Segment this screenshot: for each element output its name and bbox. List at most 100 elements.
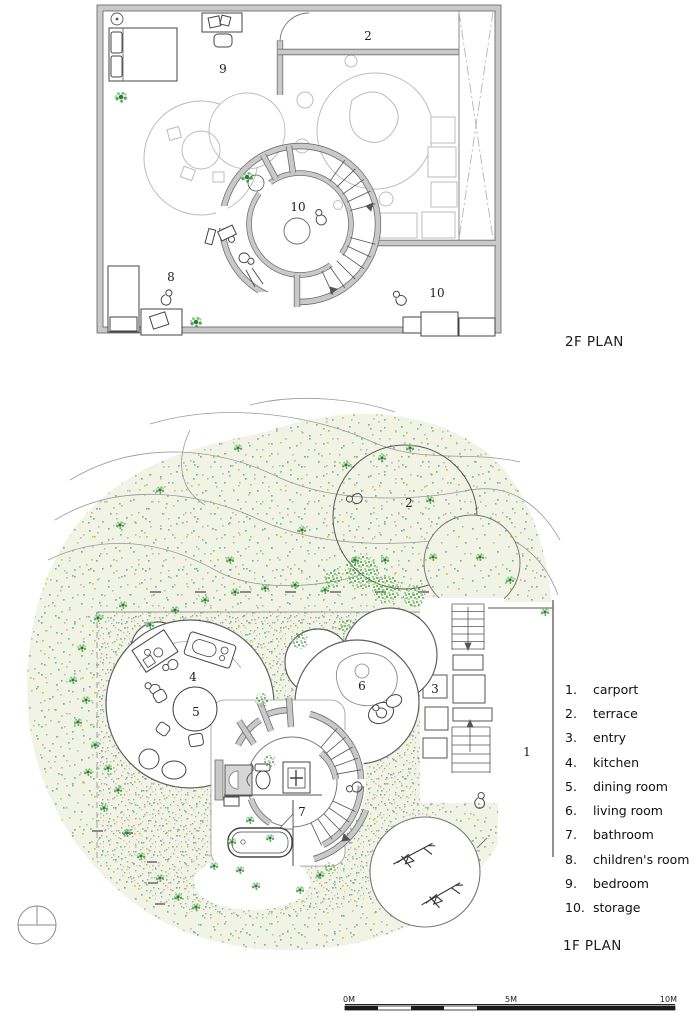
figure-legs (245, 267, 264, 288)
door-leaf (204, 227, 217, 246)
dining-furniture (138, 686, 218, 780)
plan-title-2f: 2F PLAN (565, 334, 624, 350)
entry-stepping-blocks (422, 654, 493, 759)
legend-number: 10. (565, 900, 585, 915)
north-indicator (17, 905, 57, 945)
pot-circle (247, 174, 265, 192)
entry-stairs-lower (451, 718, 491, 773)
scale-label-middle: 5M (505, 995, 517, 1004)
legend-number: 6. (565, 803, 577, 818)
curb-mark (476, 837, 488, 849)
legend-number: 5. (565, 779, 577, 794)
door-swing (279, 12, 310, 43)
scale-segment (510, 1006, 675, 1010)
room-label-bathroom: 7 (298, 805, 306, 819)
paper (207, 15, 222, 29)
legend-label: storage (593, 900, 641, 915)
stove-counter (183, 631, 237, 669)
room-label-living: 6 (358, 679, 366, 693)
box (402, 316, 423, 334)
scale-label-end: 10M (660, 995, 677, 1004)
entry-and-carport (420, 598, 554, 858)
scale-segment (345, 1006, 378, 1010)
rug-outline (335, 652, 398, 707)
chair (188, 732, 204, 748)
legend-number: 4. (565, 755, 577, 770)
scale-segment (477, 1006, 510, 1010)
paper (219, 14, 232, 27)
terrace-stairs (451, 603, 485, 652)
site-plan-1f: 2 3 6 4 5 7 1 (27, 397, 561, 951)
legend-label: living room (593, 803, 663, 818)
room-label-storage-right: 10 (429, 286, 444, 300)
house-1f (105, 607, 481, 928)
box (458, 317, 496, 337)
door-swing (278, 812, 294, 830)
living-furniture (335, 652, 403, 725)
spiral-stairs-1f (310, 728, 361, 846)
plan-title-1f: 1F PLAN (563, 938, 622, 954)
legend-label: kitchen (593, 755, 639, 770)
dining-table (172, 686, 218, 732)
legend-label: bedroom (593, 876, 649, 891)
stool (138, 748, 160, 770)
scale-outline (344, 1005, 676, 1011)
scale-label-start: 0M (343, 995, 355, 1004)
small-table (216, 224, 238, 242)
washing-machine-door (228, 770, 239, 790)
topography-contour-lines (47, 397, 561, 596)
legend-label: children's room (593, 852, 689, 867)
legend-label: carport (593, 682, 638, 697)
legend-label: dining room (593, 779, 668, 794)
room-label-terrace-2f: 2 (364, 29, 372, 43)
legend-number: 3. (565, 730, 577, 745)
room-label-entry: 3 (431, 682, 439, 696)
interior-walls-2f (276, 11, 496, 247)
stool (161, 760, 187, 780)
terrace-circle-small (423, 514, 521, 612)
chair (155, 721, 171, 737)
legend-number: 1. (565, 682, 577, 697)
kitchen-fixtures (131, 629, 237, 697)
paper (148, 311, 170, 330)
legend-number: 9. (565, 876, 577, 891)
ceiling-light-icon (110, 12, 124, 26)
play-table (181, 130, 221, 170)
room-label-terrace-1f: 2 (405, 496, 413, 510)
box (420, 311, 459, 337)
legend-number: 8. (565, 852, 577, 867)
room-label-carport: 1 (523, 745, 531, 759)
rug-detail (354, 663, 370, 679)
floor-plan-2f: 2 9 10 8 10 (96, 4, 502, 337)
carport-ground (498, 602, 554, 858)
bathroom-fixtures (223, 761, 322, 866)
room-label-storage-center: 10 (290, 200, 305, 214)
inner-wall-edge (102, 10, 496, 328)
legend-label: bathroom (593, 827, 654, 842)
bed-foot (109, 316, 138, 332)
scale-bar: 0M 5M 10M (343, 995, 677, 1011)
legend: 1. carport 2. terrace 3. entry 4. kitche… (565, 682, 689, 915)
legend-number: 7. (565, 827, 577, 842)
room-label-childrens-room: 8 (167, 270, 175, 284)
bathtub-drain (240, 839, 246, 845)
storage-right-furniture (390, 288, 496, 337)
tree-canopies (255, 555, 425, 874)
chair (152, 688, 168, 704)
room-label-kitchen: 4 (189, 670, 197, 684)
legend-label: entry (593, 730, 627, 745)
curtain-squiggle (246, 762, 254, 787)
central-drum-2f (204, 142, 382, 308)
bathtub-icon (227, 827, 293, 858)
toilet-icon (255, 770, 271, 790)
pillow (110, 31, 123, 54)
counter-cabinet (223, 796, 240, 807)
terrace-area (332, 444, 521, 612)
washbasin-bowl (287, 767, 306, 789)
play-yard-circle (369, 816, 481, 928)
door-gap (216, 206, 228, 228)
room-label-dining: 5 (192, 705, 200, 719)
sink-counter (131, 629, 179, 673)
